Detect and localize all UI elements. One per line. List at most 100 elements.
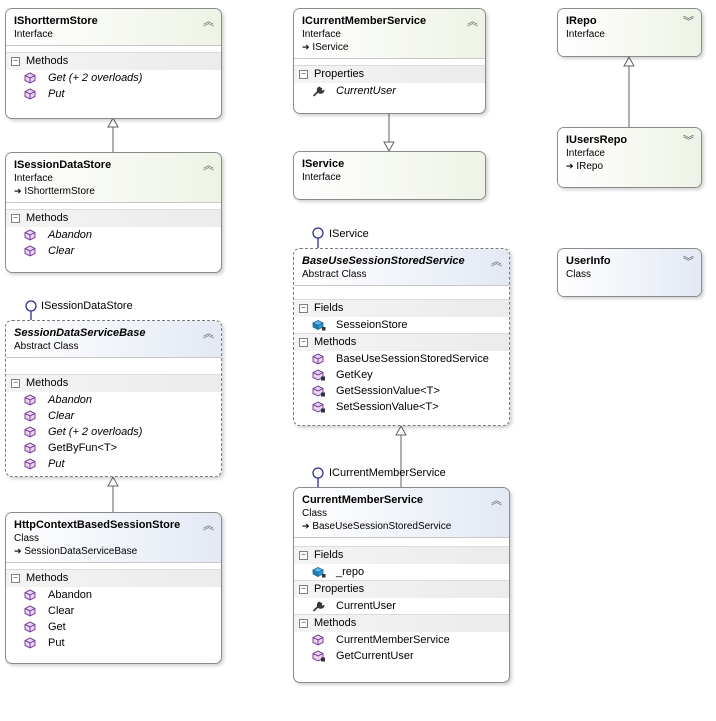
chevron-up-double-icon[interactable]: ︽ <box>203 328 214 340</box>
member-field[interactable]: SesseionStore <box>294 317 509 333</box>
section-methods[interactable]: −Methods <box>294 333 509 351</box>
class-name: IShorttermStore <box>14 15 98 27</box>
member-method[interactable]: Get (+ 2 overloads) <box>6 70 221 86</box>
ishorttermstore-box[interactable]: IShorttermStore Interface ︽ −Methods Get… <box>5 8 222 119</box>
section-fields[interactable]: −Fields <box>294 299 509 317</box>
section-methods[interactable]: −Methods <box>6 569 221 587</box>
collapse-section-icon[interactable]: − <box>299 304 308 313</box>
collapse-section-icon[interactable]: − <box>11 379 20 388</box>
method-icon <box>24 410 38 422</box>
member-method[interactable]: Clear <box>6 408 221 424</box>
collapse-section-icon[interactable]: − <box>299 585 308 594</box>
chevron-up-double-icon[interactable]: ︽ <box>203 520 214 532</box>
baseusesessionstoredservice-box[interactable]: BaseUseSessionStoredService Abstract Cla… <box>293 248 510 426</box>
inherit-arrowhead-irepo <box>623 55 635 67</box>
class-kind: Abstract Class <box>302 269 367 280</box>
method-icon <box>312 650 326 662</box>
inheritance-arrow-icon: ➔ <box>14 546 22 556</box>
collapse-section-icon[interactable]: − <box>299 338 308 347</box>
section-methods[interactable]: −Methods <box>6 374 221 392</box>
member-method[interactable]: Clear <box>6 603 221 619</box>
section-methods[interactable]: −Methods <box>6 209 221 227</box>
sessiondataservicebase-box[interactable]: SessionDataServiceBase Abstract Class ︽ … <box>5 320 222 477</box>
method-icon <box>24 72 38 84</box>
class-name: BaseUseSessionStoredService <box>302 255 465 267</box>
member-method[interactable]: Put <box>6 86 221 102</box>
iusersrepo-box[interactable]: IUsersRepo Interface ➔ IRepo ︾ <box>557 127 702 188</box>
irepo-box[interactable]: IRepo Interface ︾ <box>557 8 702 57</box>
lollipop-circle-icurrentmemberservice <box>312 467 324 479</box>
lollipop-label-iservice: IService <box>329 228 369 240</box>
member-method[interactable]: Put <box>6 635 221 651</box>
chevron-down-double-icon[interactable]: ︾ <box>683 256 694 268</box>
method-icon <box>24 442 38 454</box>
chevron-up-double-icon[interactable]: ︽ <box>491 256 502 268</box>
field-icon <box>312 566 326 578</box>
chevron-up-double-icon[interactable]: ︽ <box>467 16 478 28</box>
collapse-section-icon[interactable]: − <box>299 619 308 628</box>
member-method[interactable]: Clear <box>6 243 221 259</box>
member-method[interactable]: Abandon <box>6 227 221 243</box>
member-method[interactable]: Get (+ 2 overloads) <box>6 424 221 440</box>
section-methods[interactable]: −Methods <box>294 614 509 632</box>
collapse-section-icon[interactable]: − <box>11 57 20 66</box>
chevron-down-double-icon[interactable]: ︾ <box>683 135 694 147</box>
class-kind: Interface <box>302 29 341 40</box>
member-method[interactable]: GetCurrentUser <box>294 648 509 664</box>
section-properties[interactable]: −Properties <box>294 65 485 83</box>
class-kind: Interface <box>566 148 605 159</box>
method-icon <box>24 245 38 257</box>
collapse-section-icon[interactable]: − <box>11 574 20 583</box>
member-method[interactable]: GetKey <box>294 367 509 383</box>
method-icon <box>24 394 38 406</box>
member-field[interactable]: _repo <box>294 564 509 580</box>
isessiondatastore-box[interactable]: ISessionDataStore Interface ➔ IShortterm… <box>5 152 222 273</box>
method-icon <box>312 401 326 413</box>
inheritance-arrow-icon: ➔ <box>566 161 574 171</box>
icurrentmemberservice-box[interactable]: ICurrentMemberService Interface ➔ IServi… <box>293 8 486 114</box>
member-method[interactable]: Get <box>6 619 221 635</box>
inheritance-arrow-icon: ➔ <box>14 186 22 196</box>
lollipop-label-icurrentmemberservice: ICurrentMemberService <box>329 467 446 479</box>
class-kind: Interface <box>14 29 53 40</box>
class-kind: Interface <box>566 29 605 40</box>
member-method[interactable]: Abandon <box>6 392 221 408</box>
method-icon <box>24 458 38 470</box>
inheritance-arrow-icon: ➔ <box>302 521 310 531</box>
section-properties[interactable]: −Properties <box>294 580 509 598</box>
class-kind: Abstract Class <box>14 341 79 352</box>
class-name: IRepo <box>566 15 597 27</box>
section-fields[interactable]: −Fields <box>294 546 509 564</box>
section-methods[interactable]: −Methods <box>6 52 221 70</box>
member-property[interactable]: CurrentUser <box>294 83 485 99</box>
chevron-up-double-icon[interactable]: ︽ <box>203 16 214 28</box>
member-method[interactable]: Abandon <box>6 587 221 603</box>
lollipop-label-isessiondatastore: ISessionDataStore <box>41 300 133 312</box>
inherits-label: ➔ IService <box>302 42 349 53</box>
member-method[interactable]: BaseUseSessionStoredService <box>294 351 509 367</box>
collapse-section-icon[interactable]: − <box>299 551 308 560</box>
chevron-down-double-icon[interactable]: ︾ <box>683 16 694 28</box>
iservice-box[interactable]: IService Interface <box>293 151 486 200</box>
chevron-up-double-icon[interactable]: ︽ <box>491 495 502 507</box>
member-method[interactable]: CurrentMemberService <box>294 632 509 648</box>
method-icon <box>24 426 38 438</box>
collapse-section-icon[interactable]: − <box>299 70 308 79</box>
inherit-arrowhead-baseusesession <box>395 424 407 436</box>
member-method[interactable]: SetSessionValue<T> <box>294 399 509 415</box>
member-method[interactable]: Put <box>6 456 221 472</box>
httpcontextbasedsessionstore-box[interactable]: HttpContextBasedSessionStore Class ➔ Ses… <box>5 512 222 664</box>
member-method[interactable]: GetSessionValue<T> <box>294 383 509 399</box>
chevron-up-double-icon[interactable]: ︽ <box>203 160 214 172</box>
lollipop-circle-iservice <box>312 227 324 239</box>
class-name: UserInfo <box>566 255 611 267</box>
userinfo-box[interactable]: UserInfo Class ︾ <box>557 248 702 297</box>
member-method[interactable]: GetByFun<T> <box>6 440 221 456</box>
currentmemberservice-box[interactable]: CurrentMemberService Class ➔ BaseUseSess… <box>293 487 510 683</box>
inherits-label: ➔ SessionDataServiceBase <box>14 546 138 557</box>
class-name: CurrentMemberService <box>302 494 424 506</box>
member-property[interactable]: CurrentUser <box>294 598 509 614</box>
collapse-section-icon[interactable]: − <box>11 214 20 223</box>
property-wrench-icon <box>312 85 326 97</box>
